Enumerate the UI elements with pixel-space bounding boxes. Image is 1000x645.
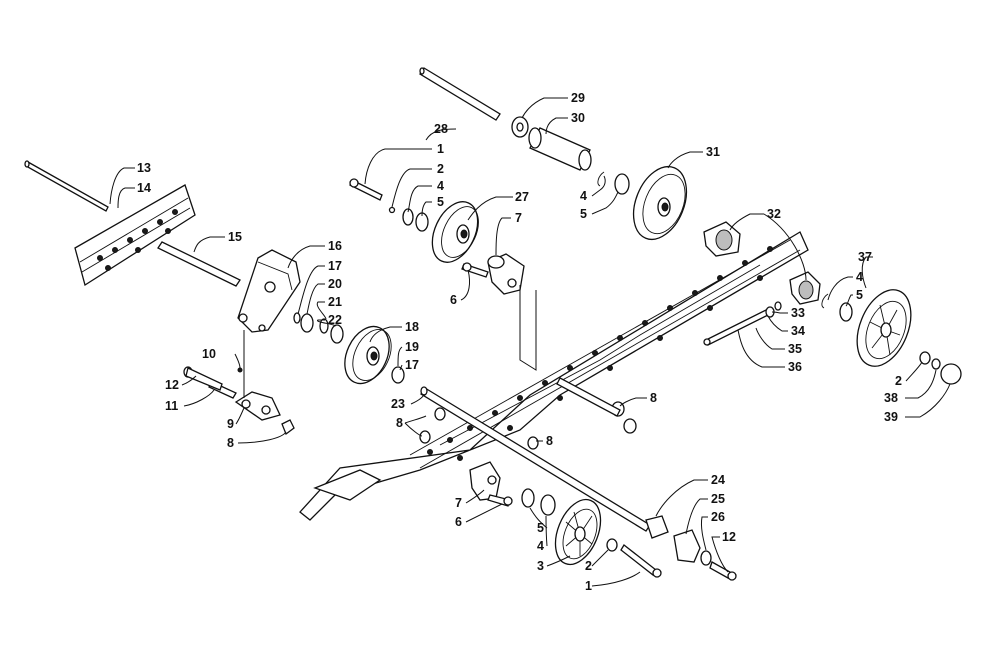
callout-13: 13 bbox=[137, 161, 151, 175]
callout-4-right: 4 bbox=[856, 270, 863, 284]
callout-8-right: 8 bbox=[650, 391, 657, 405]
right-wheel-37 bbox=[821, 289, 962, 385]
callout-29: 29 bbox=[571, 91, 585, 105]
callout-18: 18 bbox=[405, 320, 419, 334]
nuts-8 bbox=[419, 401, 637, 450]
callout-4-top: 4 bbox=[580, 189, 587, 203]
callout-labels: 1 2 4 5 27 7 6 13 14 15 16 17 20 21 22 1… bbox=[137, 91, 902, 593]
shaft-15 bbox=[157, 241, 241, 287]
callout-22: 22 bbox=[328, 313, 342, 327]
callout-28: 28 bbox=[434, 122, 448, 136]
callout-2-right: 2 bbox=[895, 374, 902, 388]
wheel-18 bbox=[344, 325, 392, 385]
callout-32: 32 bbox=[767, 207, 781, 221]
callout-30: 30 bbox=[571, 111, 585, 125]
callout-5-lower: 5 bbox=[537, 521, 544, 535]
upper-wheel-assembly bbox=[349, 178, 479, 263]
callout-5-top: 5 bbox=[580, 207, 587, 221]
callout-4: 4 bbox=[437, 179, 444, 193]
callout-16: 16 bbox=[328, 239, 342, 253]
callout-7-lower: 7 bbox=[455, 496, 462, 510]
callout-23: 23 bbox=[391, 397, 405, 411]
lower-shaft bbox=[420, 386, 651, 532]
callout-27: 27 bbox=[515, 190, 529, 204]
bolt-36 bbox=[703, 301, 782, 346]
callout-12: 12 bbox=[165, 378, 179, 392]
callout-34: 34 bbox=[791, 324, 805, 338]
callout-26: 26 bbox=[711, 510, 725, 524]
callout-19: 19 bbox=[405, 340, 419, 354]
callout-5-right: 5 bbox=[856, 288, 863, 302]
callout-35: 35 bbox=[788, 342, 802, 356]
callout-24: 24 bbox=[711, 473, 725, 487]
rail-cross-rod bbox=[556, 377, 621, 417]
callout-8-mid: 8 bbox=[396, 416, 403, 430]
assembly-lines bbox=[243, 285, 537, 398]
top-axle bbox=[419, 67, 592, 171]
callout-38: 38 bbox=[884, 391, 898, 405]
callout-17: 17 bbox=[328, 259, 342, 273]
callout-12-lower: 12 bbox=[722, 530, 736, 544]
callout-15: 15 bbox=[228, 230, 242, 244]
callout-17-lower: 17 bbox=[405, 358, 419, 372]
main-rail-holes bbox=[427, 246, 773, 461]
callout-5: 5 bbox=[437, 195, 444, 209]
callout-6-lower: 6 bbox=[455, 515, 462, 529]
top-wheel-31 bbox=[597, 165, 688, 241]
callout-2-lower: 2 bbox=[585, 559, 592, 573]
callout-9: 9 bbox=[227, 417, 234, 431]
lower-wheel-assembly bbox=[469, 461, 662, 578]
callout-4-lower: 4 bbox=[537, 539, 544, 553]
callout-10: 10 bbox=[202, 347, 216, 361]
callout-21: 21 bbox=[328, 295, 342, 309]
lower-left-bracket bbox=[183, 366, 295, 436]
pivot-arm bbox=[237, 249, 301, 333]
callout-14: 14 bbox=[137, 181, 151, 195]
callout-3: 3 bbox=[537, 559, 544, 573]
callout-11: 11 bbox=[165, 399, 178, 413]
upper-bracket-7 bbox=[461, 253, 525, 295]
washer-19 bbox=[391, 366, 405, 384]
long-rod bbox=[24, 160, 109, 212]
left-rail-segment bbox=[74, 184, 196, 287]
callout-8-center: 8 bbox=[546, 434, 553, 448]
callout-39: 39 bbox=[884, 410, 898, 424]
callout-20: 20 bbox=[328, 277, 342, 291]
callout-8: 8 bbox=[227, 436, 234, 450]
callout-1: 1 bbox=[437, 142, 444, 156]
callout-6: 6 bbox=[450, 293, 457, 307]
callout-31: 31 bbox=[706, 145, 720, 159]
callout-1-lower: 1 bbox=[585, 579, 592, 593]
callout-33: 33 bbox=[791, 306, 805, 320]
callout-36: 36 bbox=[788, 360, 802, 374]
hub-32 bbox=[703, 221, 821, 305]
callout-37: 37 bbox=[858, 250, 872, 264]
callout-7: 7 bbox=[515, 211, 522, 225]
lower-right-parts bbox=[645, 515, 737, 581]
callout-2: 2 bbox=[437, 162, 444, 176]
leader-lines bbox=[109, 97, 951, 587]
callout-25: 25 bbox=[711, 492, 725, 506]
